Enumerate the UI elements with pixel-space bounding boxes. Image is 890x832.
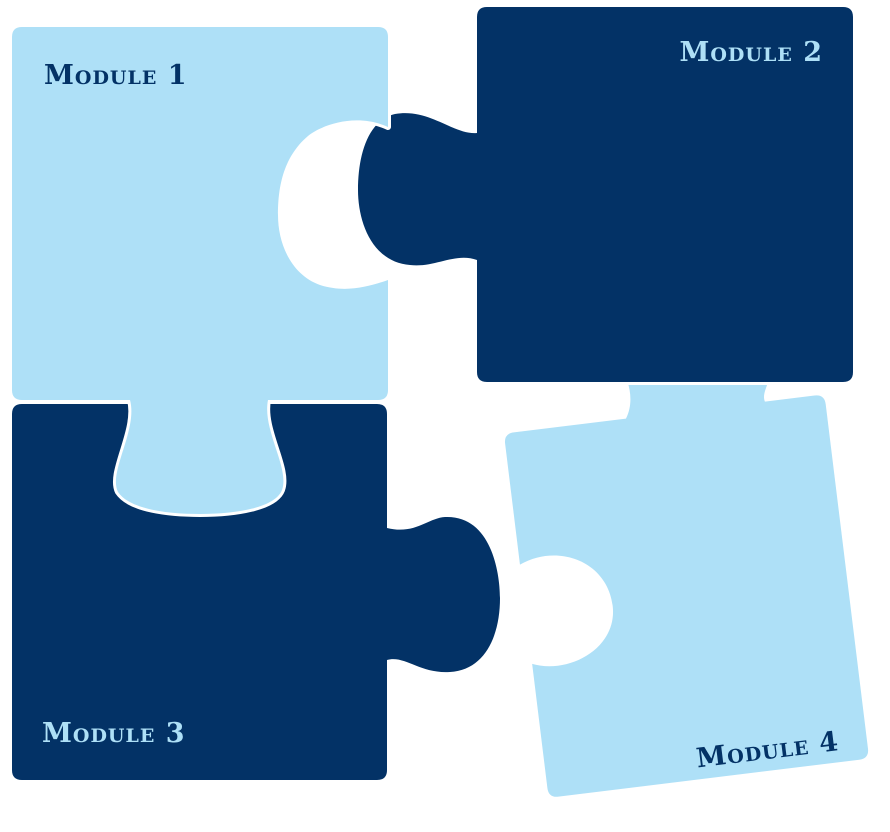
module-2-shape (355, 4, 856, 385)
module-2-piece: Module 2 (355, 4, 856, 385)
module-3-label: Module 3 (42, 718, 186, 749)
module-2-label: Module 2 (679, 37, 823, 68)
module-1-label: Module 1 (44, 60, 188, 91)
module-4-piece: Module 4 (501, 316, 872, 800)
module-1-shape (9, 24, 391, 517)
module-1-piece: Module 1 (9, 24, 391, 517)
